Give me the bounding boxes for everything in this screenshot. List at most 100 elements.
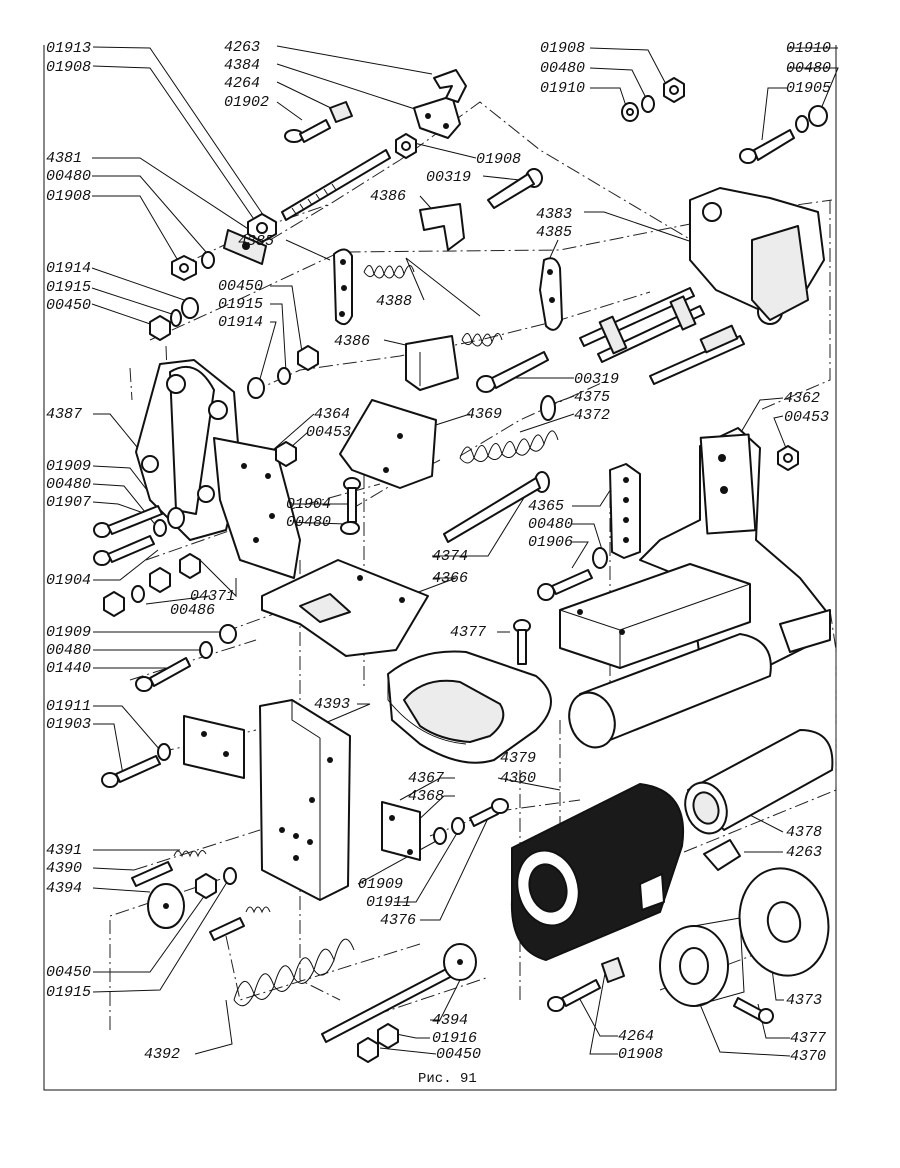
label-4393: 4393	[314, 696, 350, 713]
label-4264: 4264	[618, 1028, 654, 1045]
label-01908: 01908	[540, 40, 585, 57]
lever-4385-left	[333, 248, 353, 326]
label-00319: 00319	[426, 169, 471, 186]
hex-nut-01908-top	[247, 213, 277, 243]
label-00450: 00450	[436, 1046, 481, 1063]
disc-4394-left	[147, 867, 237, 929]
bolt-00319-top	[487, 168, 543, 209]
long-stud-01913	[281, 149, 391, 221]
hex-nut-01908-left	[171, 251, 215, 281]
label-4379: 4379	[500, 750, 536, 767]
label-4377: 4377	[790, 1030, 826, 1047]
label-01916: 01916	[432, 1030, 477, 1047]
rod-01916	[321, 943, 477, 1063]
label-00319: 00319	[574, 371, 619, 388]
label-00450: 00450	[46, 297, 91, 314]
bracket-4369	[339, 399, 437, 489]
label-01904: 01904	[46, 572, 91, 589]
label-4376: 4376	[380, 912, 416, 929]
bolt-00319-lower	[476, 351, 549, 393]
label-01915: 01915	[46, 279, 91, 296]
label-4385: 4385	[238, 233, 274, 250]
label-01440: 01440	[46, 660, 91, 677]
screw-01904-center	[340, 477, 361, 535]
label-4394: 4394	[46, 880, 82, 897]
label-00450: 00450	[218, 278, 263, 295]
label-00480: 00480	[286, 514, 331, 531]
label-01905: 01905	[786, 80, 831, 97]
label-4362: 4362	[784, 390, 820, 407]
label-00453: 00453	[784, 409, 829, 426]
label-01911: 01911	[46, 698, 91, 715]
nut-washers-top-right	[621, 77, 685, 122]
spring-4392	[233, 938, 355, 1007]
label-4388: 4388	[376, 293, 412, 310]
label-01902: 01902	[224, 94, 269, 111]
shaft-cylinder	[568, 633, 772, 749]
square-nut-4264-top	[329, 101, 353, 123]
label-01906: 01906	[528, 534, 573, 551]
plate-small-left	[183, 715, 245, 779]
label-4360: 4360	[500, 770, 536, 787]
label-4386: 4386	[334, 333, 370, 350]
label-4385: 4385	[536, 224, 572, 241]
label-01910: 01910	[540, 80, 585, 97]
clip-4263-top	[433, 69, 467, 103]
label-01911: 01911	[366, 894, 411, 911]
clip-4263-bottom	[703, 839, 741, 871]
label-4381: 4381	[46, 150, 82, 167]
label-4391: 4391	[46, 842, 82, 859]
label-00450: 00450	[46, 964, 91, 981]
bolt-01905	[739, 105, 828, 164]
label-4392: 4392	[144, 1046, 180, 1063]
spacer-plate-left	[223, 229, 267, 265]
part-labels: 01913 01908 4263 4384 4264 01902 01908 0…	[46, 39, 831, 1065]
label-4374: 4374	[432, 548, 468, 565]
label-4378: 4378	[786, 824, 822, 841]
collar-4370	[659, 917, 745, 1007]
frame-4362	[639, 427, 831, 681]
screw-01903	[101, 743, 171, 788]
lever-4385-right	[539, 257, 563, 331]
nut-00453-right	[777, 445, 799, 471]
link-4365	[609, 463, 641, 559]
label-01914: 01914	[218, 314, 263, 331]
washer-01906	[537, 547, 608, 601]
label-00480: 00480	[540, 60, 585, 77]
label-00480: 00480	[786, 60, 831, 77]
screw-4376	[433, 798, 509, 845]
clip-4386-upper	[419, 203, 465, 251]
left-screws-and-nuts	[93, 505, 201, 617]
label-01907: 01907	[46, 494, 91, 511]
label-01913: 01913	[46, 40, 91, 57]
label-01910: 01910	[786, 40, 831, 57]
nut-00453-center	[275, 441, 297, 467]
long-bolt-4374	[443, 471, 550, 543]
label-4366: 4366	[432, 570, 468, 587]
label-4367: 4367	[408, 770, 444, 787]
plate-4367-4368	[381, 801, 421, 861]
label-4373: 4373	[786, 992, 822, 1009]
hex-nut-01908-center	[395, 133, 417, 159]
bracket-4384	[413, 95, 461, 139]
label-00480: 00480	[46, 642, 91, 659]
label-01914: 01914	[46, 260, 91, 277]
washer-screw-01440	[135, 624, 237, 692]
disc-4373	[738, 867, 830, 977]
rod-assemblies-4383	[579, 287, 745, 385]
label-4394: 4394	[432, 1012, 468, 1029]
label-4368: 4368	[408, 788, 444, 805]
label-01909: 01909	[46, 624, 91, 641]
plate-4393	[259, 699, 351, 901]
label-4372: 4372	[574, 407, 610, 424]
label-01908: 01908	[476, 151, 521, 168]
spring-4375	[459, 395, 559, 464]
nut-4264-bottom	[547, 957, 625, 1012]
screw-4377-bottom	[733, 997, 774, 1024]
label-4383: 4383	[536, 206, 572, 223]
label-00480: 00480	[528, 516, 573, 533]
nuts-washers-left-middle	[149, 297, 319, 399]
label-4369: 4369	[466, 406, 502, 423]
label-4375: 4375	[574, 389, 610, 406]
label-00486: 00486	[170, 602, 215, 619]
